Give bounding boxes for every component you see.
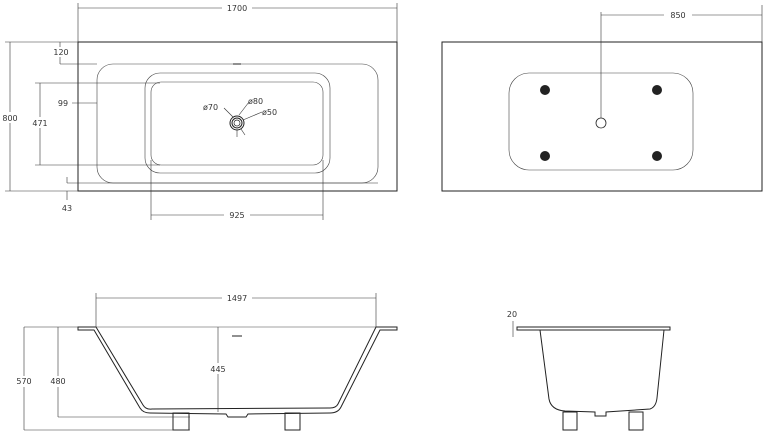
foot-dot <box>540 151 550 161</box>
front-view: 1497 445 480 570 <box>15 292 398 431</box>
dim-rim-thickness: 20 <box>507 310 517 319</box>
side-view: 20 <box>507 310 671 431</box>
drain-label-80: ø80 <box>248 97 263 106</box>
dim-rim-offset: 120 <box>53 48 68 57</box>
drain-label-70: ø70 <box>203 103 218 112</box>
drain-label-50: ø50 <box>262 108 277 117</box>
dim-basin-width: 471 <box>32 119 47 128</box>
foot-dot <box>540 85 550 95</box>
dim-bottom-offset: 43 <box>62 204 72 213</box>
dim-side-offset: 99 <box>58 99 68 108</box>
dim-length: 1700 <box>227 4 247 13</box>
drain-icon <box>223 101 263 137</box>
dim-inner-length: 1497 <box>227 294 247 303</box>
dim-total-height: 570 <box>16 377 31 386</box>
foot-dot <box>652 151 662 161</box>
base-view: 850 <box>441 5 763 192</box>
drain-circle <box>595 117 607 129</box>
dim-rim-height: 480 <box>50 377 65 386</box>
basin-outer <box>144 72 331 174</box>
dim-width: 800 <box>2 114 17 123</box>
dim-basin-length: 925 <box>229 211 244 220</box>
dim-drain-position: 850 <box>670 11 685 20</box>
foot-dot <box>652 85 662 95</box>
top-view: ø70 ø80 ø50 1700 800 120 99 471 43 925 <box>0 2 398 220</box>
basin-inner <box>150 81 324 166</box>
dim-depth: 445 <box>210 365 225 374</box>
tub-outline-top <box>77 41 398 192</box>
